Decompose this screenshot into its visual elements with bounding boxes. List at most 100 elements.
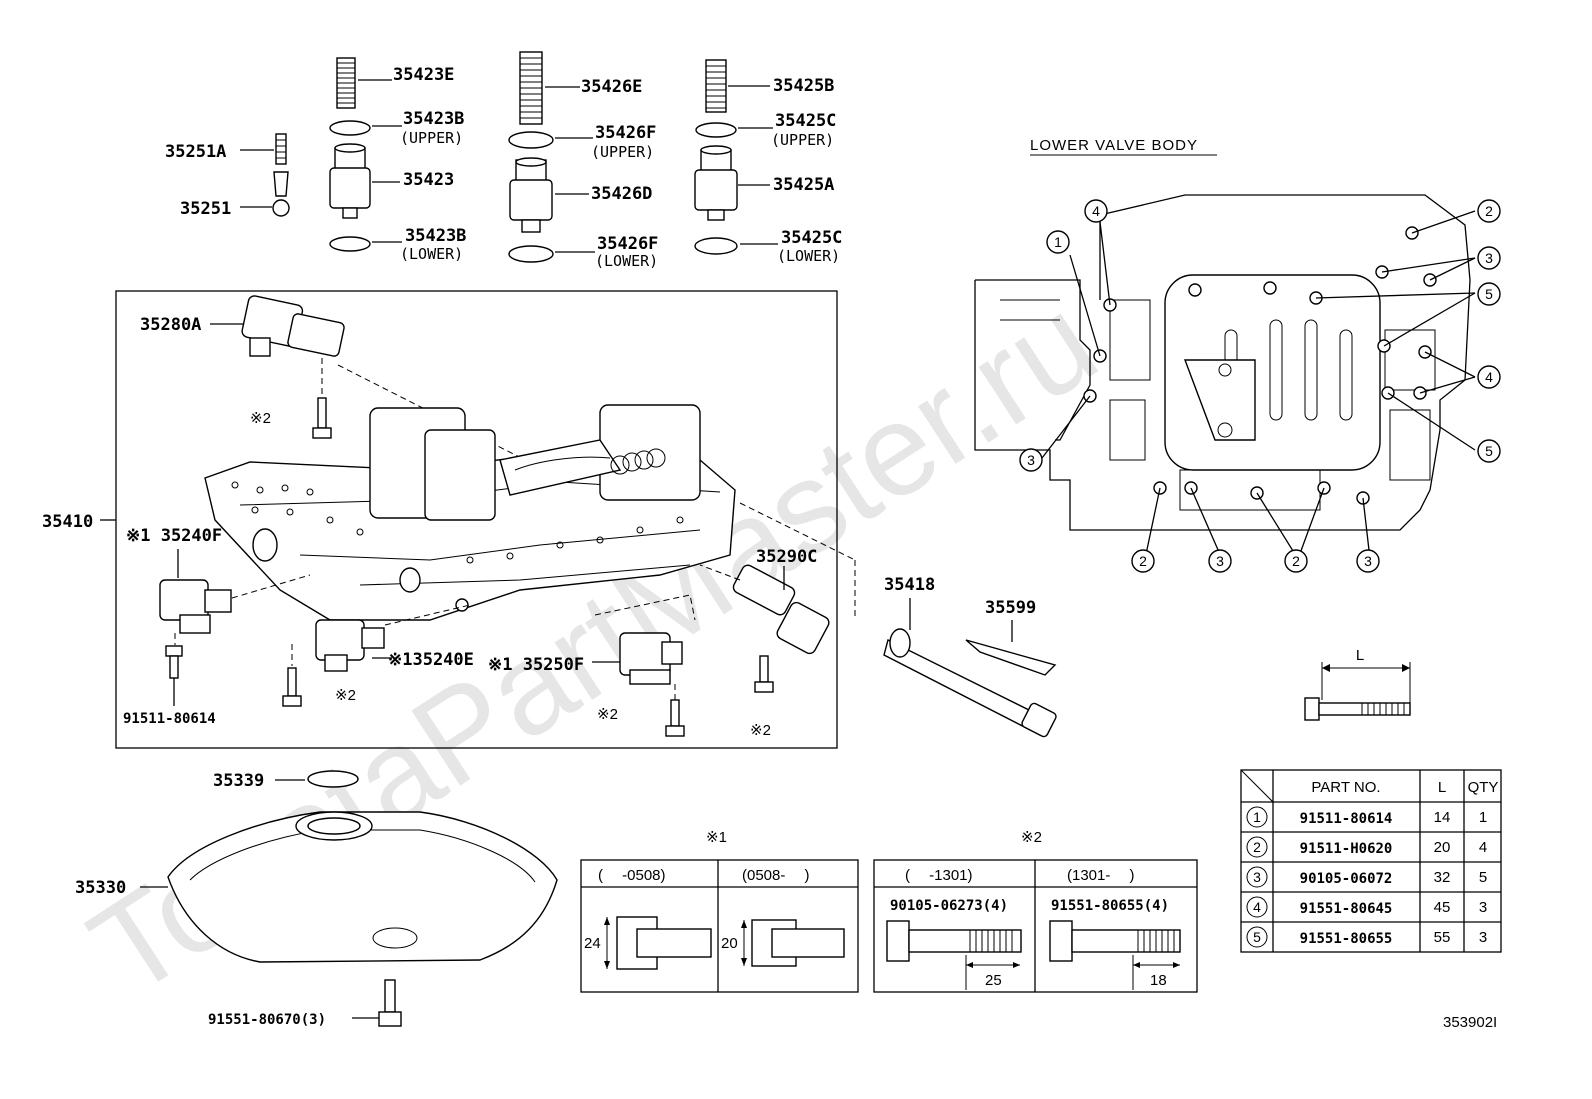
svg-text:5: 5 xyxy=(1479,869,1487,886)
oring-35339 xyxy=(307,770,359,788)
bolt-table-row: 5 91551-80655 55 3 xyxy=(1246,926,1487,948)
note2-marker: ※2 xyxy=(1021,829,1042,846)
note2-table xyxy=(873,859,1198,993)
svg-text:1: 1 xyxy=(1253,809,1261,825)
spring-35423E xyxy=(336,57,356,109)
svg-text:1: 1 xyxy=(1054,234,1062,250)
valve-sleeve-35423 xyxy=(329,143,371,219)
marker-x2-a: ※2 xyxy=(250,410,271,427)
oil-strainer-35330 xyxy=(167,811,558,963)
svg-text:3: 3 xyxy=(1027,452,1035,468)
label-35423: 35423 xyxy=(403,170,454,190)
callout-5: 5 xyxy=(1477,282,1501,306)
svg-text:90105-06072: 90105-06072 xyxy=(1300,871,1393,887)
note2-col2-part: 91551-80655(4) xyxy=(1051,898,1169,914)
svg-text:55: 55 xyxy=(1434,929,1451,946)
label-35410: 35410 xyxy=(42,512,93,532)
svg-text:4: 4 xyxy=(1253,899,1261,915)
callout-2: 2 xyxy=(1284,549,1308,573)
solenoid-35280A xyxy=(241,295,345,357)
bolt-length-diagram xyxy=(1304,662,1411,721)
label-35425A: 35425A xyxy=(773,175,834,195)
label-35330: 35330 xyxy=(75,878,126,898)
note-upper-2: (UPPER) xyxy=(591,143,654,161)
note1-col2-header: (0508- ) xyxy=(742,867,810,884)
note1-col1-header: ( -0508) xyxy=(598,867,666,884)
callout-3: 3 xyxy=(1208,549,1232,573)
note2-col1-part: 90105-06273(4) xyxy=(890,898,1008,914)
bolt-91551-80670 xyxy=(378,979,402,1027)
label-35418: 35418 xyxy=(884,575,935,595)
label-35240E: ※135240E xyxy=(388,650,474,670)
marker-x2-b: ※2 xyxy=(335,687,356,704)
lower-valve-body-view xyxy=(974,194,1471,531)
section-title: LOWER VALVE BODY xyxy=(1030,137,1198,154)
svg-text:14: 14 xyxy=(1434,809,1451,826)
valve-body-assembly xyxy=(204,404,736,621)
note2-col2-dim: 18 xyxy=(1150,972,1167,989)
label-35251A: 35251A xyxy=(165,142,226,162)
bolt-table xyxy=(1240,769,1502,953)
note-lower-2: (LOWER) xyxy=(595,252,658,270)
svg-text:91511-H0620: 91511-H0620 xyxy=(1300,841,1393,857)
bolt-91511-80614 xyxy=(165,645,183,679)
label-35425B: 35425B xyxy=(773,76,834,96)
bolt-x2-c xyxy=(665,699,685,737)
check-ball-35251 xyxy=(272,171,290,217)
solenoid-35290C xyxy=(732,564,830,655)
svg-text:3: 3 xyxy=(1479,929,1487,946)
note1-marker: ※1 xyxy=(706,829,727,846)
spring-35426E xyxy=(519,51,543,125)
svg-text:5: 5 xyxy=(1485,443,1493,459)
solenoid-35240F xyxy=(159,579,232,634)
oring-35425C-lower xyxy=(694,237,738,255)
callout-2: 2 xyxy=(1477,199,1501,223)
svg-text:32: 32 xyxy=(1434,869,1451,886)
oring-35426F-upper xyxy=(508,131,554,149)
plate-35599 xyxy=(965,639,1057,676)
label-35426D: 35426D xyxy=(591,184,652,204)
svg-text:3: 3 xyxy=(1485,250,1493,266)
label-35240F: ※1 35240F xyxy=(126,526,222,546)
note-lower-1: (LOWER) xyxy=(400,245,463,263)
label-35280A: 35280A xyxy=(140,315,201,335)
note1-col2-dim: 20 xyxy=(721,935,738,952)
bolt-table-header-l: L xyxy=(1438,779,1446,796)
oring-35423B-upper xyxy=(329,120,371,136)
svg-text:4: 4 xyxy=(1485,369,1493,385)
callout-3: 3 xyxy=(1356,549,1380,573)
dimension-L: L xyxy=(1356,647,1364,664)
oring-35423B-lower xyxy=(329,236,371,252)
svg-text:3: 3 xyxy=(1216,553,1224,569)
svg-text:1: 1 xyxy=(1479,809,1487,826)
note1-col1-dim: 24 xyxy=(584,935,601,952)
pipe-35418 xyxy=(883,628,1057,738)
note2-col1-header: ( -1301) xyxy=(905,867,973,884)
svg-text:91551-80645: 91551-80645 xyxy=(1300,901,1393,917)
label-35251: 35251 xyxy=(180,199,231,219)
marker-x2-d: ※2 xyxy=(750,722,771,739)
svg-text:5: 5 xyxy=(1253,929,1261,945)
svg-text:2: 2 xyxy=(1139,553,1147,569)
callout-3: 3 xyxy=(1019,448,1043,472)
note1-table xyxy=(580,859,859,993)
label-35423E: 35423E xyxy=(393,65,454,85)
bolt-table-header-part: PART NO. xyxy=(1311,779,1380,796)
svg-text:20: 20 xyxy=(1434,839,1451,856)
label-91511-80614: 91511-80614 xyxy=(123,711,216,727)
svg-text:2: 2 xyxy=(1485,203,1493,219)
label-35423B-upper: 35423B xyxy=(403,109,464,129)
svg-text:45: 45 xyxy=(1434,899,1451,916)
oring-35426F-lower xyxy=(508,245,554,263)
svg-text:5: 5 xyxy=(1485,286,1493,302)
label-35599: 35599 xyxy=(985,598,1036,618)
marker-x2-c: ※2 xyxy=(597,706,618,723)
label-35426F-lower: 35426F xyxy=(597,234,658,254)
spring-35251A xyxy=(275,133,287,165)
label-35250F: ※1 35250F xyxy=(488,655,584,675)
svg-text:2: 2 xyxy=(1253,839,1261,855)
note-upper-3: (UPPER) xyxy=(771,131,834,149)
bolt-table-row: 2 91511-H0620 20 4 xyxy=(1246,836,1487,858)
label-35290C: 35290C xyxy=(756,547,817,567)
